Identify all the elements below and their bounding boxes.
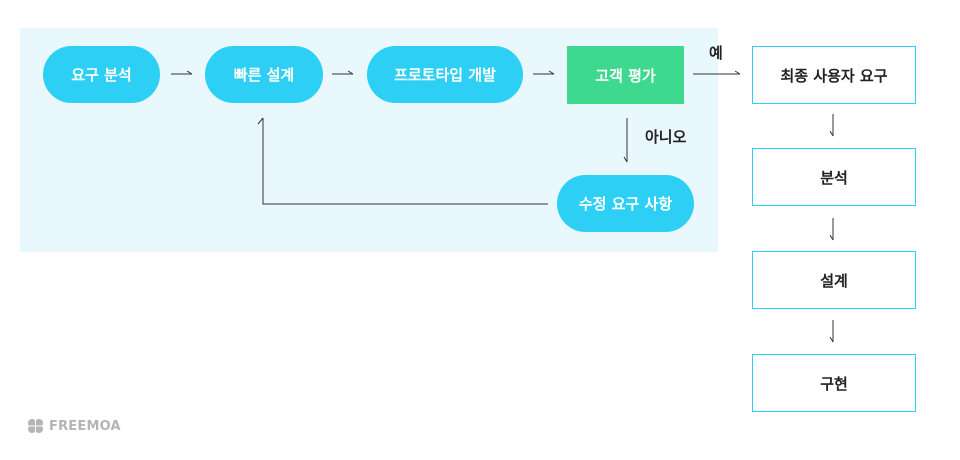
node-label: 구현 — [820, 374, 848, 393]
node-customer-eval[interactable]: 고객 평가 — [567, 46, 684, 104]
arrow-eval-to-revise — [623, 118, 628, 163]
arrow-prototype-to-eval — [533, 70, 555, 75]
node-analysis[interactable]: 분석 — [752, 148, 916, 206]
logo-text: FREEMOA — [49, 418, 121, 434]
node-label: 고객 평가 — [595, 66, 656, 85]
node-design[interactable]: 설계 — [752, 251, 916, 309]
node-revise-requirements[interactable]: 수정 요구 사항 — [557, 175, 694, 232]
node-label: 수정 요구 사항 — [578, 195, 673, 213]
node-label: 프로토타입 개발 — [394, 66, 496, 84]
arrow-analysis2-to-design2 — [829, 218, 834, 241]
arrow-eval-to-final — [693, 70, 741, 75]
node-label: 최종 사용자 요구 — [780, 66, 888, 85]
node-label: 설계 — [820, 271, 848, 290]
freemoa-logo: FREEMOA — [27, 418, 121, 434]
node-quick-design[interactable]: 빠른 설계 — [205, 46, 323, 103]
node-label: 요구 분석 — [71, 66, 132, 84]
node-final-requirements[interactable]: 최종 사용자 요구 — [752, 46, 916, 104]
node-prototype-dev[interactable]: 프로토타입 개발 — [367, 46, 523, 103]
arrow-analysis-to-design — [171, 70, 193, 75]
node-requirements-analysis[interactable]: 요구 분석 — [43, 46, 160, 103]
node-label: 분석 — [820, 168, 848, 187]
arrow-final-to-analysis — [829, 114, 834, 137]
arrow-design2-to-impl — [829, 320, 834, 343]
arrow-design-to-prototype — [332, 70, 354, 75]
arrow-revise-to-design — [257, 117, 548, 205]
cloud-logo-icon — [28, 419, 43, 433]
edge-label-yes: 예 — [709, 44, 723, 62]
node-label: 빠른 설계 — [233, 66, 295, 84]
node-implementation[interactable]: 구현 — [752, 354, 916, 412]
edge-label-no: 아니오 — [645, 128, 687, 146]
